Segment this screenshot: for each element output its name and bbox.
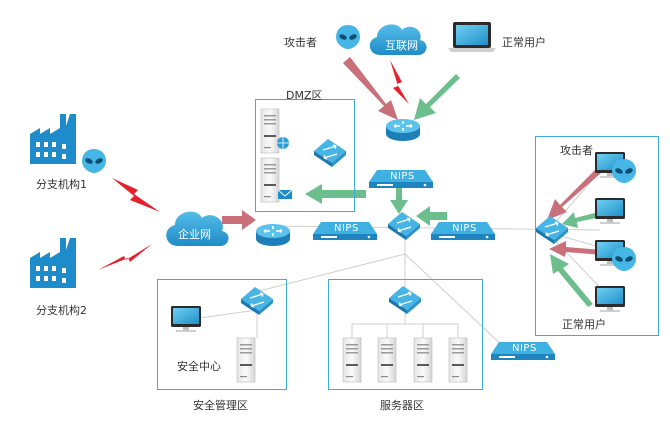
label-nips-left: NIPS	[334, 223, 359, 234]
label-enterprise-net: 企业网	[178, 228, 211, 241]
dmz-zone	[255, 99, 355, 212]
cloud-icon-internet	[369, 24, 427, 55]
normal-arrow-right-upper	[562, 212, 601, 228]
label-top-attacker: 攻击者	[284, 36, 317, 49]
normal-arrow-top-user	[414, 74, 460, 120]
right-user-zone	[535, 136, 659, 336]
switch-icon-core	[387, 211, 421, 241]
attack-arrow-enterprise	[222, 210, 256, 230]
lightning-icon-internet	[390, 60, 409, 104]
label-nips-right: NIPS	[452, 223, 477, 234]
lightning-icon-branch2	[98, 244, 152, 270]
lightning-bolts	[98, 60, 409, 270]
router-icon-enterprise	[255, 223, 291, 247]
attack-arrow-right-mid	[549, 241, 603, 257]
server-zone	[328, 279, 483, 390]
attack-arrows	[222, 57, 603, 257]
factory-icon-branch2	[30, 238, 76, 288]
label-top-normal-user: 正常用户	[502, 36, 546, 49]
alien-icon-top-attacker	[336, 25, 360, 49]
label-branch2: 分支机构2	[36, 304, 87, 317]
laptop-icon-top-user	[448, 22, 496, 52]
server-icon-dmz-web	[260, 108, 289, 154]
normal-arrow-nips-down	[390, 182, 408, 214]
server-icon-dmz-mail	[260, 157, 293, 203]
label-nips-bottom: NIPS	[512, 343, 537, 354]
label-security-zone: 安全管理区	[193, 399, 248, 412]
security-management-zone	[157, 279, 287, 390]
attack-arrow-right-top	[547, 168, 601, 220]
normal-arrow-from-right-nips	[416, 206, 447, 226]
label-security-center: 安全中心	[177, 360, 221, 373]
normal-arrow-right-lower	[550, 254, 593, 307]
lightning-icon-branch1	[112, 178, 160, 212]
router-icon-top	[385, 118, 421, 142]
label-nips-top: NIPS	[390, 171, 415, 182]
mail-icon	[278, 190, 292, 199]
normal-arrows	[305, 74, 601, 307]
label-dmz: DMZ区	[286, 89, 323, 102]
label-server-zone: 服务器区	[380, 399, 424, 412]
factory-icon-branch1	[30, 114, 76, 164]
label-right-attacker: 攻击者	[560, 144, 593, 157]
normal-arrow-to-dmz	[305, 184, 366, 204]
attack-arrow-top	[343, 57, 398, 120]
label-right-normal-user: 正常用户	[562, 318, 606, 331]
cloud-icon-enterprise	[166, 211, 229, 246]
label-branch1: 分支机构1	[36, 178, 87, 191]
label-internet: 互联网	[385, 39, 418, 52]
alien-icon-branch1	[82, 149, 106, 173]
